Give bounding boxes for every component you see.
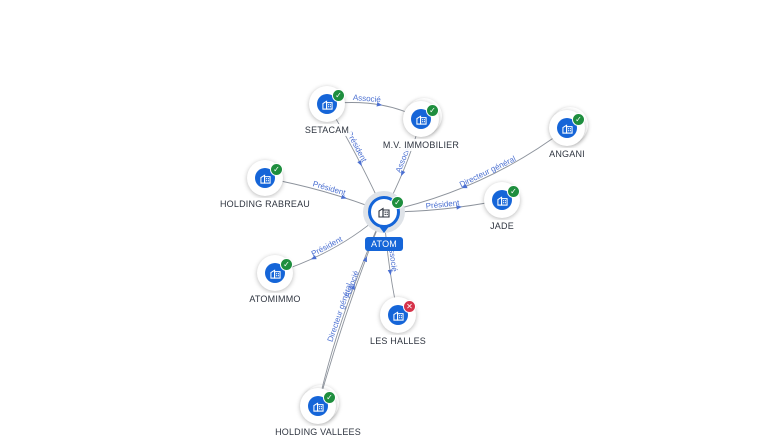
- node-disc: [411, 109, 431, 129]
- edge-label: Associé: [353, 93, 382, 104]
- node-label: ATOM: [365, 237, 403, 251]
- building-icon: [269, 268, 281, 279]
- building-icon: [496, 195, 508, 206]
- edge-arrow-icon: [350, 284, 355, 291]
- node-label: ATOMIMMO: [246, 293, 304, 305]
- building-icon: [561, 123, 573, 134]
- edge-arrow-icon: [362, 256, 367, 263]
- check-icon: ✓: [572, 113, 585, 126]
- check-icon: ✓: [426, 104, 439, 117]
- check-icon: ✓: [270, 163, 283, 176]
- node-disc: [265, 263, 285, 283]
- node-label: M.V. IMMOBILIER: [379, 139, 463, 151]
- node-disc: [557, 118, 577, 138]
- check-icon: ✓: [391, 196, 404, 209]
- edge-arrow-icon: [340, 194, 347, 199]
- edge-label: Président: [310, 234, 345, 258]
- edge-arrow-icon: [401, 170, 406, 177]
- edge-arrow-icon: [376, 102, 383, 107]
- node-disc: [308, 396, 328, 416]
- edge-arrow-icon: [456, 205, 462, 210]
- edge-label: Président: [312, 179, 348, 197]
- edge-arrow-icon: [461, 184, 468, 189]
- node-label: ANGANI: [546, 148, 588, 160]
- map-pin-icon: [378, 225, 390, 233]
- building-icon: [392, 310, 404, 321]
- building-icon: [312, 401, 324, 412]
- building-icon: [321, 99, 333, 110]
- cross-icon: ✕: [403, 300, 416, 313]
- building-icon: [259, 173, 271, 184]
- edge-arrow-icon: [310, 255, 317, 260]
- node-label: SETACAM: [301, 124, 353, 136]
- check-icon: ✓: [323, 391, 336, 404]
- edge-arrow-icon: [357, 160, 362, 167]
- node-disc: [492, 190, 512, 210]
- edge-angani-atom: [383, 127, 568, 213]
- building-icon: [378, 207, 390, 218]
- check-icon: ✓: [507, 185, 520, 198]
- node-label: HOLDING VALLEES: [272, 426, 364, 438]
- node-disc: [255, 168, 275, 188]
- node-label: JADE: [487, 220, 517, 232]
- node-disc: [317, 94, 337, 114]
- building-icon: [415, 114, 427, 125]
- edge-label: Président: [425, 198, 460, 210]
- edge-arrow-icon: [387, 269, 393, 276]
- edge-vallees-atom: [317, 211, 385, 407]
- node-label: LES HALLES: [366, 335, 430, 347]
- node-disc: [388, 305, 408, 325]
- node-label: HOLDING RABREAU: [216, 198, 314, 210]
- check-icon: ✓: [280, 258, 293, 271]
- check-icon: ✓: [332, 89, 345, 102]
